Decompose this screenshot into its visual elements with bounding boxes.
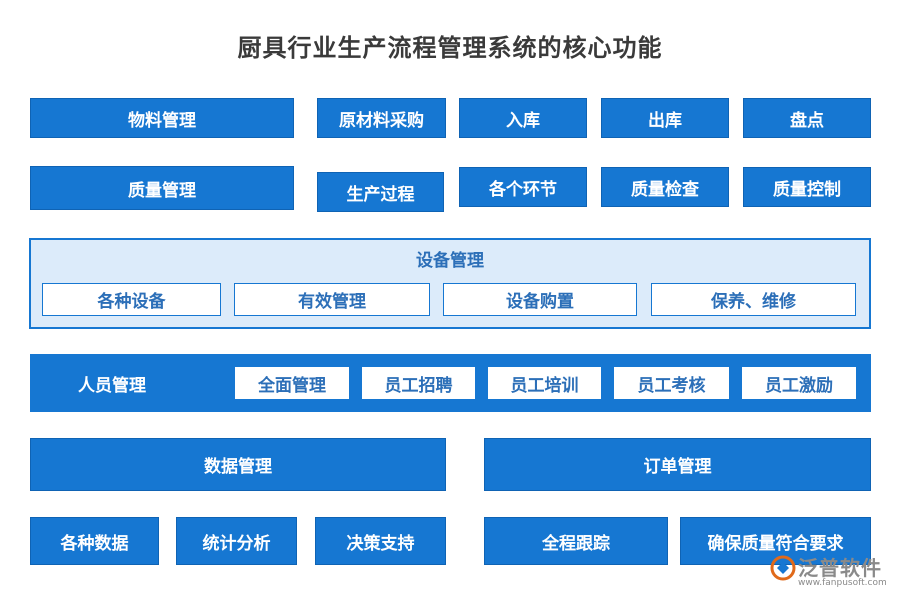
box-material-management: 物料管理 — [30, 98, 294, 138]
box-each-stage: 各个环节 — [459, 167, 587, 207]
personnel-item-overall: 全面管理 — [235, 367, 349, 399]
personnel-item-training: 员工培训 — [488, 367, 601, 399]
box-production-process: 生产过程 — [317, 172, 444, 212]
equipment-panel-title: 设备管理 — [416, 251, 484, 271]
box-inventory-check: 盘点 — [743, 98, 871, 138]
box-ensure-quality: 确保质量符合要求 — [680, 517, 871, 565]
box-quality-inspection: 质量检查 — [601, 167, 729, 207]
page-title: 厨具行业生产流程管理系统的核心功能 — [237, 34, 663, 62]
personnel-band-title: 人员管理 — [78, 375, 146, 396]
equipment-item-various: 各种设备 — [42, 283, 221, 316]
logo-icon — [770, 555, 796, 581]
box-warehouse-out: 出库 — [601, 98, 729, 138]
box-warehouse-in: 入库 — [459, 98, 587, 138]
box-data-management: 数据管理 — [30, 438, 446, 491]
equipment-item-maintenance: 保养、维修 — [651, 283, 856, 316]
box-raw-material-purchase: 原材料采购 — [317, 98, 446, 138]
brand-logo: 泛普软件 www.fanpusoft.com — [768, 552, 896, 598]
logo-url: www.fanpusoft.com — [798, 578, 887, 588]
personnel-band: 人员管理 — [30, 354, 871, 412]
box-quality-management: 质量管理 — [30, 166, 294, 210]
personnel-item-incentive: 员工激励 — [742, 367, 856, 399]
box-quality-control: 质量控制 — [743, 167, 871, 207]
equipment-item-effective-management: 有效管理 — [234, 283, 430, 316]
personnel-item-recruit: 员工招聘 — [362, 367, 475, 399]
box-order-management: 订单管理 — [484, 438, 871, 491]
equipment-item-purchase: 设备购置 — [443, 283, 637, 316]
box-full-tracking: 全程跟踪 — [484, 517, 668, 565]
box-statistical-analysis: 统计分析 — [176, 517, 297, 565]
personnel-item-assessment: 员工考核 — [614, 367, 729, 399]
logo-text: 泛普软件 — [798, 556, 882, 580]
box-decision-support: 决策支持 — [315, 517, 446, 565]
box-various-data: 各种数据 — [30, 517, 159, 565]
